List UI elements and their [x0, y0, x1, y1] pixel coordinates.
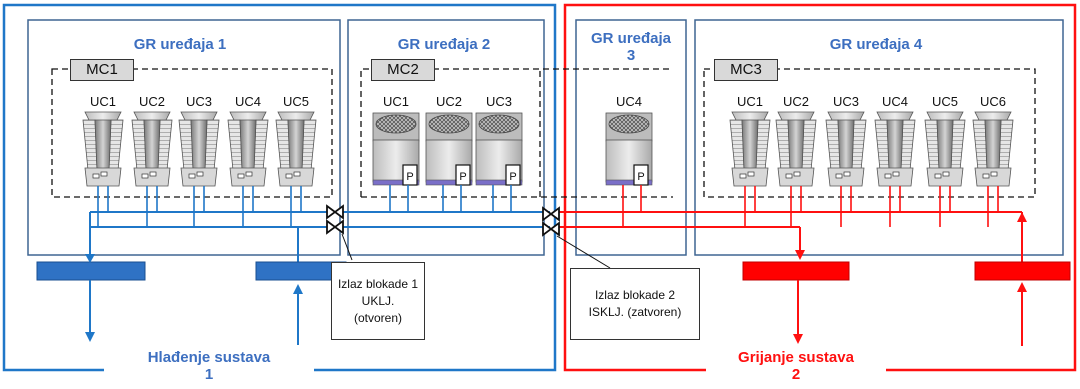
- uc-label-mc3-3: UC3: [832, 94, 859, 109]
- interlock-1-line3: (otvoren): [353, 310, 403, 325]
- uc-label-mc1-2: UC2: [138, 94, 165, 109]
- heating-up-arrow: [1017, 212, 1027, 222]
- mc3-boundary: [703, 68, 1036, 198]
- interlock-valve-1: [326, 204, 344, 235]
- uc-label-mc1-3: UC3: [185, 94, 212, 109]
- uc-label-mc2-1: UC1: [382, 94, 409, 109]
- cooling-system-line1: Hlađenje sustava: [147, 349, 271, 366]
- pipes-layer: [36, 185, 1071, 346]
- cooling-outlet-arrow: [85, 332, 95, 342]
- fan-coil-unit-mc1-3: [178, 111, 220, 187]
- fan-coil-unit-mc3-2: [775, 111, 817, 187]
- cooling-header-block-1: [36, 261, 146, 281]
- pump-gr3-1: P: [633, 164, 649, 186]
- heating-inlet-arrow: [1017, 282, 1027, 292]
- pump-label: P: [509, 171, 516, 183]
- group-1-label: GR uređaja 1: [133, 36, 227, 53]
- uc-label-mc3-1: UC1: [736, 94, 763, 109]
- group-2-label: GR uređaja 2: [397, 36, 491, 53]
- chiller-unit-gr3-1: [605, 112, 653, 186]
- fan-coil-unit-mc3-5: [924, 111, 966, 187]
- interlock-valve-2: [542, 206, 560, 237]
- fan-coil-unit-mc3-1: [729, 111, 771, 187]
- uc-label-mc3-6: UC6: [979, 94, 1006, 109]
- group-3-label-line1: GR uređaja: [590, 30, 672, 47]
- pump-label: P: [459, 171, 466, 183]
- cooling-down-arrow: [85, 254, 95, 263]
- group-3-label-line2: 3: [626, 47, 636, 64]
- mc1-label: MC1: [70, 59, 134, 81]
- heating-system-label: Grijanje sustava 2: [706, 349, 886, 383]
- uc-label-mc3-4: UC4: [881, 94, 908, 109]
- interlock-1-pointer: [341, 233, 353, 261]
- interlock-1-line2: UKLJ.: [361, 293, 395, 308]
- pump-label: P: [406, 171, 413, 183]
- heating-system-line1: Grijanje sustava: [738, 349, 854, 366]
- mc1-boundary: [51, 68, 333, 198]
- cooling-system-line2: 1: [204, 366, 214, 383]
- interlock-1-line1: Izlaz blokade 1: [337, 276, 419, 291]
- fan-coil-unit-mc1-1: [82, 111, 124, 187]
- heating-down-arrow: [795, 250, 805, 260]
- uc-label-mc1-1: UC1: [89, 94, 116, 109]
- interlock-2-line2: ISKLJ. (zatvoren): [588, 305, 682, 319]
- fan-coil-unit-mc3-6: [972, 111, 1014, 187]
- heating-system-line2: 2: [791, 366, 801, 383]
- uc-label-mc2-3: UC3: [485, 94, 512, 109]
- mc2-label: MC2: [371, 59, 435, 81]
- group-3-label: GR uređaja 3: [578, 30, 684, 64]
- fan-coil-unit-mc1-4: [227, 111, 269, 187]
- pump-mc2-3: P: [505, 164, 521, 186]
- group-4-label: GR uređaja 4: [829, 36, 923, 53]
- group-box-3: [575, 19, 687, 256]
- heating-header-block-1: [742, 261, 850, 281]
- fan-coil-unit-mc1-5: [275, 111, 317, 187]
- cooling-system-label: Hlađenje sustava 1: [104, 349, 314, 383]
- uc-label-mc2-2: UC2: [435, 94, 462, 109]
- group-box-4: [694, 19, 1064, 256]
- fan-coil-unit-mc3-3: [825, 111, 867, 187]
- fan-coil-unit-mc3-4: [874, 111, 916, 187]
- mc3-label: MC3: [714, 59, 778, 81]
- interlock-2-line1: Izlaz blokade 2: [594, 288, 676, 302]
- interlock-2-pointer: [556, 235, 611, 269]
- uc-label-mc3-5: UC5: [931, 94, 958, 109]
- group-box-1: [27, 19, 341, 256]
- heating-header-block-2: [974, 261, 1071, 281]
- group-box-2: [347, 19, 545, 256]
- uc-label-gr3-1: UC4: [615, 94, 642, 109]
- uc-label-mc1-5: UC5: [282, 94, 309, 109]
- uc-label-mc1-4: UC4: [234, 94, 261, 109]
- uc-label-mc3-2: UC2: [782, 94, 809, 109]
- pump-label: P: [637, 171, 644, 183]
- interlock-1-note: Izlaz blokade 1 UKLJ. (otvoren): [331, 262, 425, 340]
- mc2-boundary: [360, 68, 673, 198]
- pump-mc2-1: P: [402, 164, 418, 186]
- fan-coil-unit-mc1-2: [131, 111, 173, 187]
- heating-outlet-arrow: [793, 334, 803, 344]
- pump-mc2-2: P: [455, 164, 471, 186]
- cooling-inlet-arrow: [293, 284, 303, 294]
- interlock-2-note: Izlaz blokade 2 ISKLJ. (zatvoren): [570, 268, 700, 340]
